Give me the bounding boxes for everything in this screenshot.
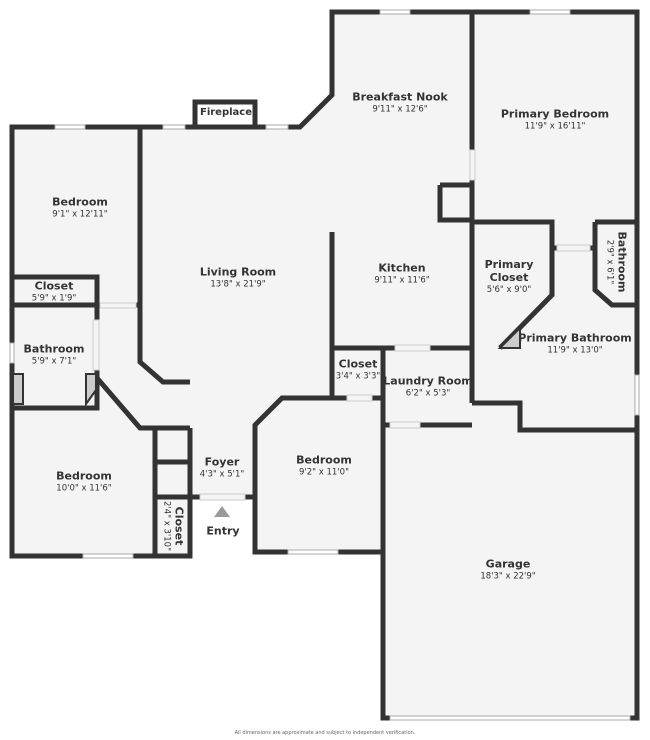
room-dims: 5'9" x 7'1" [31,356,77,367]
room-dims: 13'8" x 21'9" [210,279,266,290]
room-name: Foyer [204,455,240,469]
room-name: Bedroom [296,453,352,467]
room-name: Breakfast Nook [352,90,448,104]
footer-note: All dimensions are approximate and subje… [234,730,416,736]
room-dims: 4'3" x 5'1" [199,469,245,480]
windows [9,9,640,721]
entry-arrow-icon [214,506,230,517]
room-name: Primary Bathroom [518,331,632,345]
room-name: Bedroom [56,469,112,483]
room-name: Primary Bedroom [500,107,610,121]
room-name: Garage [485,557,531,571]
room-dims: 6'2" x 5'3" [405,388,451,399]
room-dims: 11'9" x 16'11" [524,121,586,132]
room-name: Bedroom [52,195,108,209]
entry-text: Entry [206,524,240,538]
room-dims: 10'0" x 11'6" [56,483,112,494]
room-dims: 5'6" x 9'0" [486,285,532,295]
room-name: Bathroom [23,342,85,356]
room-dims: 9'11" x 11'6" [374,275,430,286]
room-name: Kitchen [378,261,426,275]
fireplace-label: Fireplace [199,107,253,118]
room-name: Closet [34,279,74,293]
room-dims: 9'1" x 12'11" [52,209,108,220]
room-name: Laundry Room [383,374,473,388]
stairs-hatch [497,325,521,349]
room-dims: 11'9" x 13'0" [547,345,603,356]
room-dims: 18'3" x 22'9" [480,571,536,582]
room-name: Living Room [199,265,277,279]
room-dims: 3'4" x 3'3" [335,371,381,382]
room-dims: 2'9" x 6'1" [604,239,615,285]
entry-label: Entry [206,525,239,538]
floor-area [12,12,637,718]
room-name: Closet [338,357,378,371]
hatch-left-1 [12,373,24,405]
room-name: Bathroom [615,231,629,293]
room-dims: 9'11" x 12'6" [372,104,428,115]
walls [9,9,640,721]
doorways [92,149,591,501]
fireplace [192,99,258,130]
room-dims: 2'4" x 3'10" [161,501,172,551]
room-dims: 5'9" x 1'9" [31,293,77,304]
room-name: Closet [172,506,186,546]
room-name: Primary Closet [484,258,534,284]
hatch-left-2 [85,373,97,408]
room-dims: 9'2" x 11'0" [299,467,349,478]
